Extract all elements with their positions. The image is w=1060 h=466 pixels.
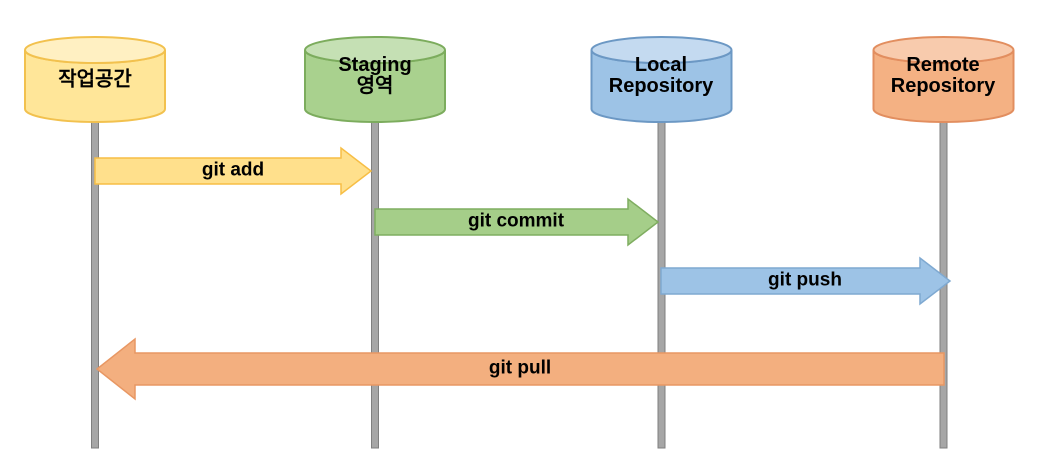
arrow-git-commit bbox=[374, 197, 660, 247]
arrow-git-push bbox=[660, 256, 952, 306]
lifeline-staging-area bbox=[371, 104, 379, 449]
node-staging-area-label: Staging 영역 bbox=[338, 54, 412, 97]
arrow-git-commit-label: git commit bbox=[467, 210, 565, 232]
node-staging-area-cylinder bbox=[304, 36, 446, 123]
node-remote-repository-cylinder bbox=[872, 36, 1015, 123]
node-workspace-label: 작업공간 bbox=[58, 68, 132, 91]
lifeline-workspace bbox=[91, 104, 99, 449]
arrow-git-add-label: git add bbox=[201, 159, 265, 181]
node-remote-repository-label: Remote Repository bbox=[890, 54, 996, 97]
node-local-repository-label: Local Repository bbox=[608, 54, 714, 97]
node-local-repository-cylinder bbox=[590, 36, 733, 123]
arrow-git-add bbox=[94, 146, 373, 196]
node-workspace-cylinder bbox=[24, 36, 166, 123]
arrow-git-pull-label: git pull bbox=[488, 357, 552, 379]
arrow-git-push-label: git push bbox=[768, 269, 842, 291]
arrow-git-pull bbox=[95, 337, 945, 401]
